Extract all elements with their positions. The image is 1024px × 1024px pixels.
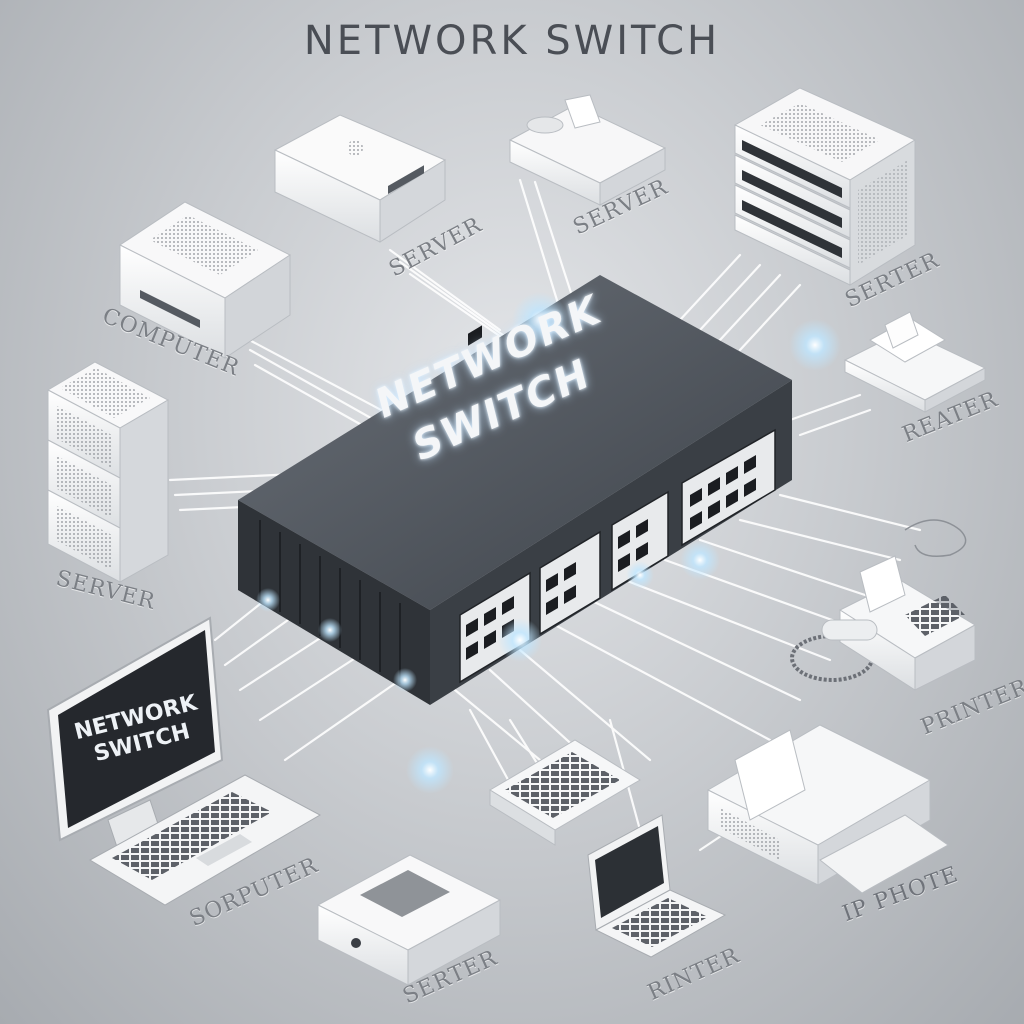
- ip-phone-icon: [790, 555, 977, 691]
- server-left-icon: [46, 361, 170, 583]
- server-bottom-icon: [316, 854, 502, 986]
- server-rack-right-icon: [733, 87, 917, 286]
- server-top-right-icon: [508, 94, 667, 206]
- computer-left-icon: [119, 201, 291, 359]
- swirl-decoration: [904, 519, 967, 557]
- cable-glows: [256, 292, 841, 794]
- server-top-icon: [273, 114, 447, 243]
- laptop-bottom-icon: [587, 814, 727, 958]
- printer-bottom-icon: [706, 724, 949, 894]
- repeater-right-icon: [843, 311, 987, 413]
- page-title: NETWORK SWITCH: [303, 18, 721, 64]
- keypad-device-icon: [489, 739, 641, 846]
- computer-monitor-icon: [46, 616, 322, 906]
